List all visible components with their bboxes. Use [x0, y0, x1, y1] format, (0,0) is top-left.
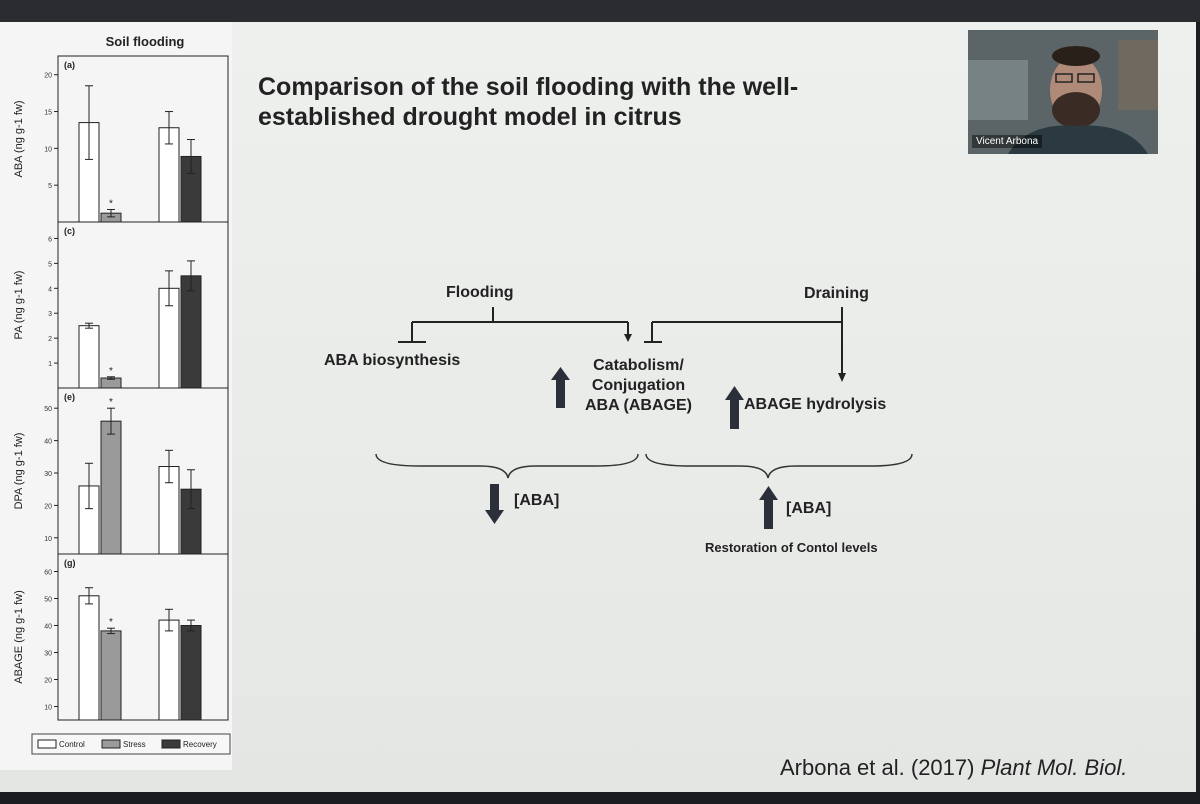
y-axis-label: PA (ng g-1 fw)	[13, 271, 25, 340]
flooding-label: Flooding	[446, 284, 514, 301]
y-tick-label: 2	[48, 336, 52, 343]
y-tick-label: 40	[44, 439, 52, 446]
citation: Arbona et al. (2017) Plant Mol. Biol.	[780, 755, 1127, 781]
flooding-draining-diagram: Flooding Draining ABA biosynthesis Catab…	[300, 270, 960, 570]
legend-frame	[31, 733, 231, 755]
significance-star: *	[109, 198, 113, 209]
participant-video-tile[interactable]: Vicent Arbona	[968, 30, 1158, 154]
y-tick-label: 4	[48, 286, 52, 293]
y-tick-label: 30	[44, 471, 52, 478]
panel-label: (g)	[64, 558, 76, 568]
legend-label: Stress	[123, 740, 146, 749]
panel-label: (c)	[64, 226, 75, 236]
up-arrow-aba-icon	[759, 486, 778, 529]
y-axis-label: ABAGE (ng g-1 fw)	[13, 590, 25, 684]
catabolism-line-3: ABA (ABAGE)	[585, 397, 692, 414]
legend-swatch	[101, 739, 121, 749]
left-curly-brace	[375, 453, 639, 479]
legend-label: Control	[59, 740, 85, 749]
legend-swatch	[37, 739, 57, 749]
slide-title: Comparison of the soil flooding with the…	[258, 72, 858, 132]
activate-catabolism-arrowhead	[624, 334, 632, 342]
y-tick-label: 10	[44, 705, 52, 712]
y-axis-label: DPA (ng g-1 fw)	[13, 433, 25, 510]
significance-star: *	[109, 366, 113, 377]
legend-label: Recovery	[183, 740, 217, 749]
chart-title: Soil flooding	[106, 34, 185, 49]
y-tick-label: 5	[48, 183, 52, 190]
significance-star: *	[109, 617, 113, 628]
y-tick-label: 20	[44, 73, 52, 80]
person-video-icon	[968, 30, 1158, 154]
bar	[180, 275, 202, 389]
legend-swatch	[161, 739, 181, 749]
bar	[158, 619, 180, 721]
panel-label: (e)	[64, 392, 75, 402]
y-tick-label: 15	[44, 110, 52, 117]
y-tick-label: 40	[44, 624, 52, 631]
catabolism-line-2: Conjugation	[591, 377, 686, 394]
y-tick-label: 5	[48, 261, 52, 268]
y-tick-label: 3	[48, 311, 52, 318]
catabolism-line-1: Catabolism/	[593, 357, 684, 374]
panel-label: (a)	[64, 60, 75, 70]
y-tick-label: 20	[44, 503, 52, 510]
up-arrow-catabolism-icon	[551, 367, 570, 408]
activate-hydrolysis-arrowhead	[838, 373, 846, 382]
aba-biosynthesis-label: ABA biosynthesis	[324, 352, 461, 369]
participant-name: Vicent Arbona	[972, 135, 1043, 148]
citation-authors: Arbona et al. (2017)	[780, 755, 975, 780]
y-axis-label: ABA (ng g-1 fw)	[13, 100, 25, 177]
y-tick-label: 60	[44, 570, 52, 577]
down-arrow-aba-icon	[485, 484, 504, 524]
abage-hydrolysis-label: ABAGE hydrolysis	[744, 396, 887, 413]
aba-increase-label: [ABA]	[786, 500, 832, 517]
y-tick-label: 50	[44, 406, 52, 413]
significance-star: *	[109, 397, 113, 408]
aba-decrease-label: [ABA]	[514, 492, 560, 509]
y-tick-label: 6	[48, 236, 52, 243]
y-tick-label: 30	[44, 651, 52, 658]
restoration-label: Restoration of Contol levels	[705, 540, 878, 555]
y-tick-label: 10	[44, 146, 52, 153]
bar	[78, 325, 100, 389]
diagram-connectors	[375, 307, 913, 529]
draining-label: Draining	[804, 285, 869, 302]
catabolism-label: Catabolism/ Conjugation ABA (ABAGE)	[585, 356, 692, 416]
bar	[100, 420, 122, 555]
y-tick-label: 10	[44, 536, 52, 543]
bar	[78, 595, 100, 721]
y-tick-label: 1	[48, 361, 52, 368]
window-top-bar	[0, 0, 1200, 22]
slide-title-line-1: Comparison of the soil flooding with the…	[258, 73, 799, 101]
window-bottom-bar	[0, 792, 1200, 804]
bar	[100, 630, 122, 721]
bar	[180, 625, 202, 721]
slide-title-line-2: established drought model in citrus	[258, 103, 682, 131]
citation-journal: Plant Mol. Biol.	[980, 755, 1128, 780]
y-tick-label: 20	[44, 678, 52, 685]
right-curly-brace	[645, 453, 913, 479]
y-tick-label: 50	[44, 597, 52, 604]
panel-frame	[57, 553, 229, 721]
up-arrow-hydrolysis-icon	[725, 386, 744, 429]
